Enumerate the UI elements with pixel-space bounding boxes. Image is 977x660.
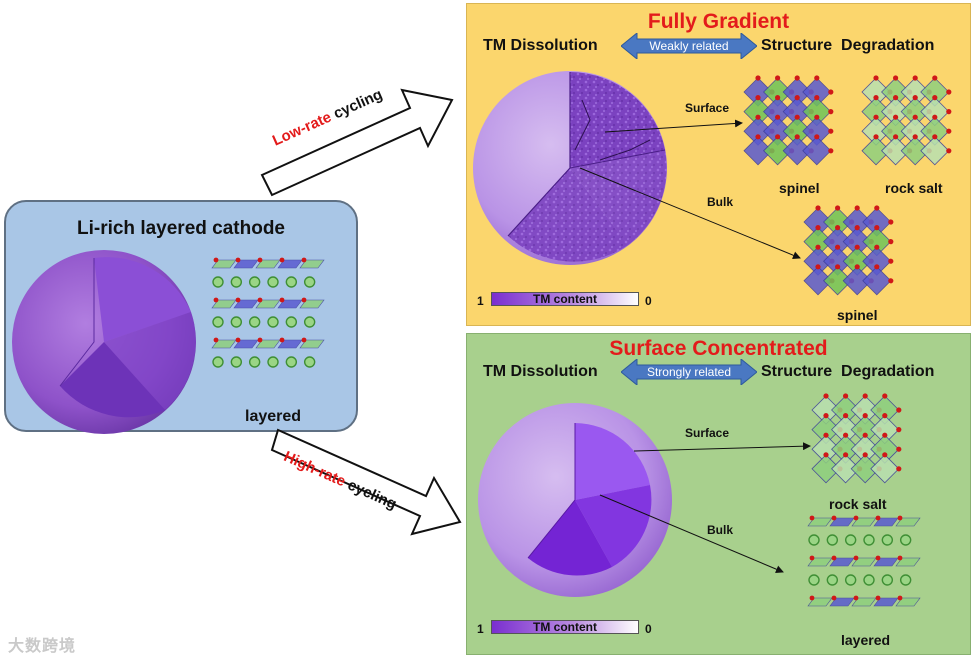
top-surface-label: Surface bbox=[685, 101, 730, 115]
top-bulk-label: Bulk bbox=[707, 195, 734, 209]
strongly-related-arrow: Strongly related bbox=[620, 357, 758, 387]
top-struct3-label: spinel bbox=[837, 307, 878, 323]
left-layered-structure bbox=[211, 257, 325, 368]
left-panel-title: Li-rich layered cathode bbox=[76, 218, 285, 239]
top-tm-content-label: TM content bbox=[533, 292, 597, 306]
weakly-related-arrow: Weakly related bbox=[620, 31, 758, 61]
bottom-struct1-label: rock salt bbox=[829, 496, 887, 512]
top-bar-max: 1 bbox=[477, 294, 484, 308]
fully-gradient-panel: Fully Gradient TM Dissolution Weakly rel… bbox=[466, 3, 971, 326]
bottom-bar-min: 0 bbox=[645, 622, 652, 636]
top-tm-dissolution: TM Dissolution bbox=[483, 37, 598, 54]
surface-concentrated-title: Surface Concentrated bbox=[609, 337, 828, 360]
top-struct1-label: spinel bbox=[779, 180, 820, 196]
bottom-bar-max: 1 bbox=[477, 622, 484, 636]
fully-gradient-title: Fully Gradient bbox=[647, 10, 790, 33]
bottom-surface-label: Surface bbox=[685, 426, 730, 440]
watermark-text: 大数跨境 bbox=[8, 638, 77, 655]
top-bar-min: 0 bbox=[645, 294, 652, 308]
bottom-bulk-label: Bulk bbox=[707, 523, 734, 537]
surface-concentrated-panel: Surface Concentrated TM Dissolution Stro… bbox=[466, 333, 971, 655]
weakly-related-text: Weakly related bbox=[649, 39, 729, 53]
left-structure-label: layered bbox=[245, 408, 302, 425]
bottom-tm-content-bar: TM content bbox=[491, 620, 639, 634]
bottom-structure-degradation: Structure Degradation bbox=[761, 363, 935, 380]
left-sphere bbox=[12, 250, 196, 434]
top-structure-degradation: Structure Degradation bbox=[761, 37, 935, 54]
bottom-struct2-label: layered bbox=[841, 632, 891, 648]
cracks-label: cracks bbox=[549, 172, 593, 189]
top-tm-content-bar: TM content bbox=[491, 292, 639, 306]
low-rate-arrow bbox=[260, 88, 454, 197]
top-struct2-label: rock salt bbox=[885, 180, 943, 196]
bottom-tm-content-label: TM content bbox=[533, 620, 597, 634]
bottom-tm-dissolution: TM Dissolution bbox=[483, 363, 598, 380]
strongly-related-text: Strongly related bbox=[646, 365, 732, 379]
high-rate-arrow bbox=[270, 428, 462, 536]
